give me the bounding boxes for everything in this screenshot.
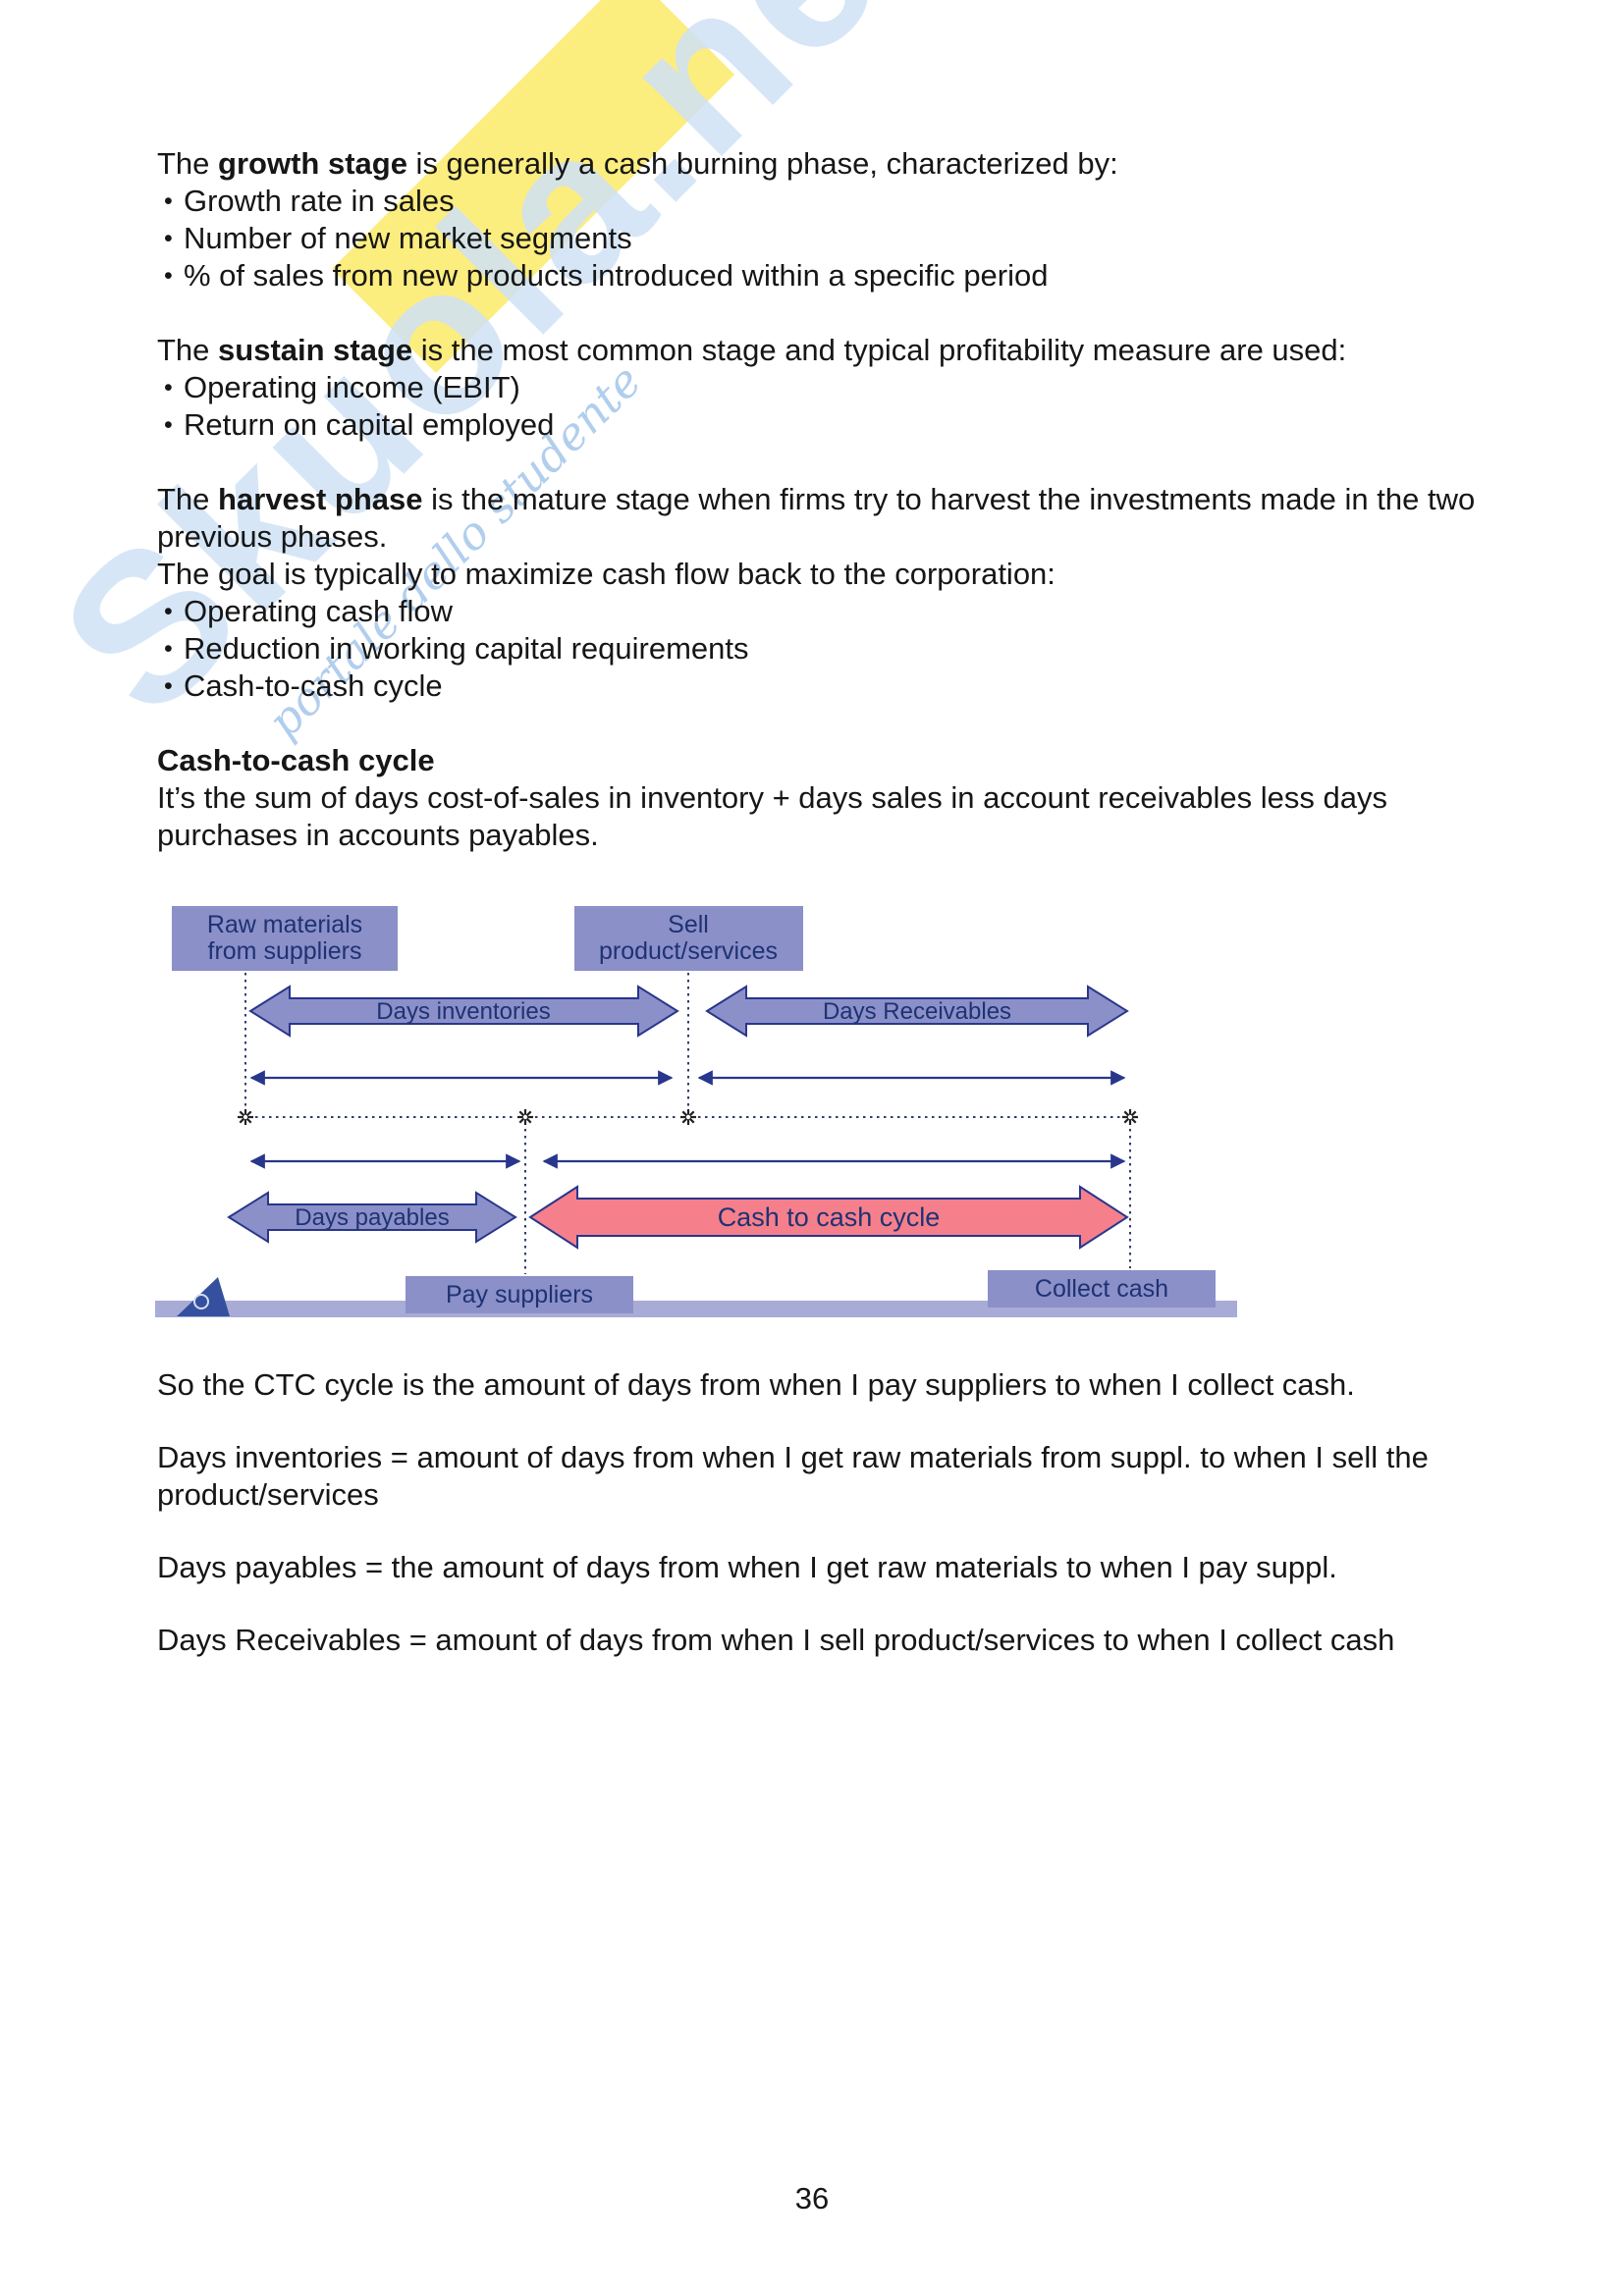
bullet-item: Return on capital employed	[164, 406, 1492, 444]
bullet-item: Operating cash flow	[164, 593, 1492, 630]
sell-label-line2: product/services	[599, 937, 778, 965]
harvest-bold-term: harvest phase	[218, 482, 423, 516]
bullet-item: Reduction in working capital requirement…	[164, 630, 1492, 667]
bullet-item: % of sales from new products introduced …	[164, 257, 1492, 294]
growth-bold-term: growth stage	[218, 146, 407, 181]
sell-box	[574, 906, 803, 971]
days-receivables-label: Days Receivables	[823, 998, 1011, 1025]
days-payables-label: Days payables	[295, 1204, 449, 1231]
star-marker	[238, 1109, 253, 1125]
growth-prefix: The	[157, 146, 219, 181]
cash-to-cash-label: Cash to cash cycle	[718, 1202, 941, 1232]
sustain-rest: is the most common stage and typical pro…	[412, 333, 1347, 367]
page-number: 36	[794, 2181, 830, 2216]
collect-cash-label: Collect cash	[1035, 1275, 1168, 1303]
raw-materials-label-line1: Raw materials	[207, 911, 362, 938]
harvest-rest: is the mature stage when firms try to ha…	[157, 482, 1476, 554]
cash-to-cash-diagram: Days inventories Days Receivables Days p…	[155, 906, 1237, 1317]
corner-flag	[177, 1277, 230, 1316]
days-inventories-label: Days inventories	[376, 998, 550, 1025]
days-receivables-arrow	[705, 985, 1129, 1038]
ctc-description: It’s the sum of days cost-of-sales in in…	[157, 780, 1387, 852]
raw-materials-label-line2: from suppliers	[208, 937, 362, 965]
harvest-goal-line: The goal is typically to maximize cash f…	[157, 557, 1056, 591]
star-marker	[680, 1109, 696, 1125]
sustain-prefix: The	[157, 333, 219, 367]
growth-rest: is generally a cash burning phase, chara…	[406, 146, 1118, 181]
pay-suppliers-label: Pay suppliers	[446, 1281, 593, 1308]
ctc-heading: Cash-to-cash cycle	[157, 743, 435, 777]
note-days-payables: Days payables = the amount of days from …	[157, 1550, 1337, 1584]
bullet-item: Operating income (EBIT)	[164, 369, 1492, 406]
star-marker	[1122, 1109, 1138, 1125]
sustain-stage-paragraph: The sustain stage is the most common sta…	[157, 332, 1492, 369]
star-marker	[517, 1109, 533, 1125]
sustain-bullet-list: Operating income (EBIT) Return on capita…	[157, 369, 1492, 444]
cash-to-cash-arrow	[528, 1185, 1129, 1250]
harvest-bullet-list: Operating cash flow Reduction in working…	[157, 593, 1492, 705]
days-payables-arrow	[227, 1191, 517, 1244]
growth-bullet-list: Growth rate in sales Number of new marke…	[157, 183, 1492, 294]
raw-materials-box	[172, 906, 398, 971]
bullet-item: Number of new market segments	[164, 220, 1492, 257]
note-days-receivables: Days Receivables = amount of days from w…	[157, 1623, 1395, 1657]
pay-suppliers-box	[406, 1276, 633, 1313]
sell-label-line1: Sell	[668, 911, 709, 938]
bullet-item: Growth rate in sales	[164, 183, 1492, 220]
growth-stage-paragraph: The growth stage is generally a cash bur…	[157, 145, 1492, 183]
sustain-bold-term: sustain stage	[218, 333, 413, 367]
note-days-inventories: Days inventories = amount of days from w…	[157, 1440, 1429, 1512]
bullet-item: Cash-to-cash cycle	[164, 667, 1492, 705]
corner-flag-emblem	[193, 1294, 209, 1309]
harvest-prefix: The	[157, 482, 219, 516]
notes-block: So the CTC cycle is the amount of days f…	[157, 1366, 1502, 1694]
collect-cash-box	[988, 1270, 1216, 1308]
harvest-phase-paragraph: The harvest phase is the mature stage wh…	[157, 481, 1492, 556]
days-inventories-arrow	[248, 985, 679, 1038]
note-ctc: So the CTC cycle is the amount of days f…	[157, 1367, 1355, 1402]
main-text-block: The growth stage is generally a cash bur…	[157, 145, 1492, 854]
